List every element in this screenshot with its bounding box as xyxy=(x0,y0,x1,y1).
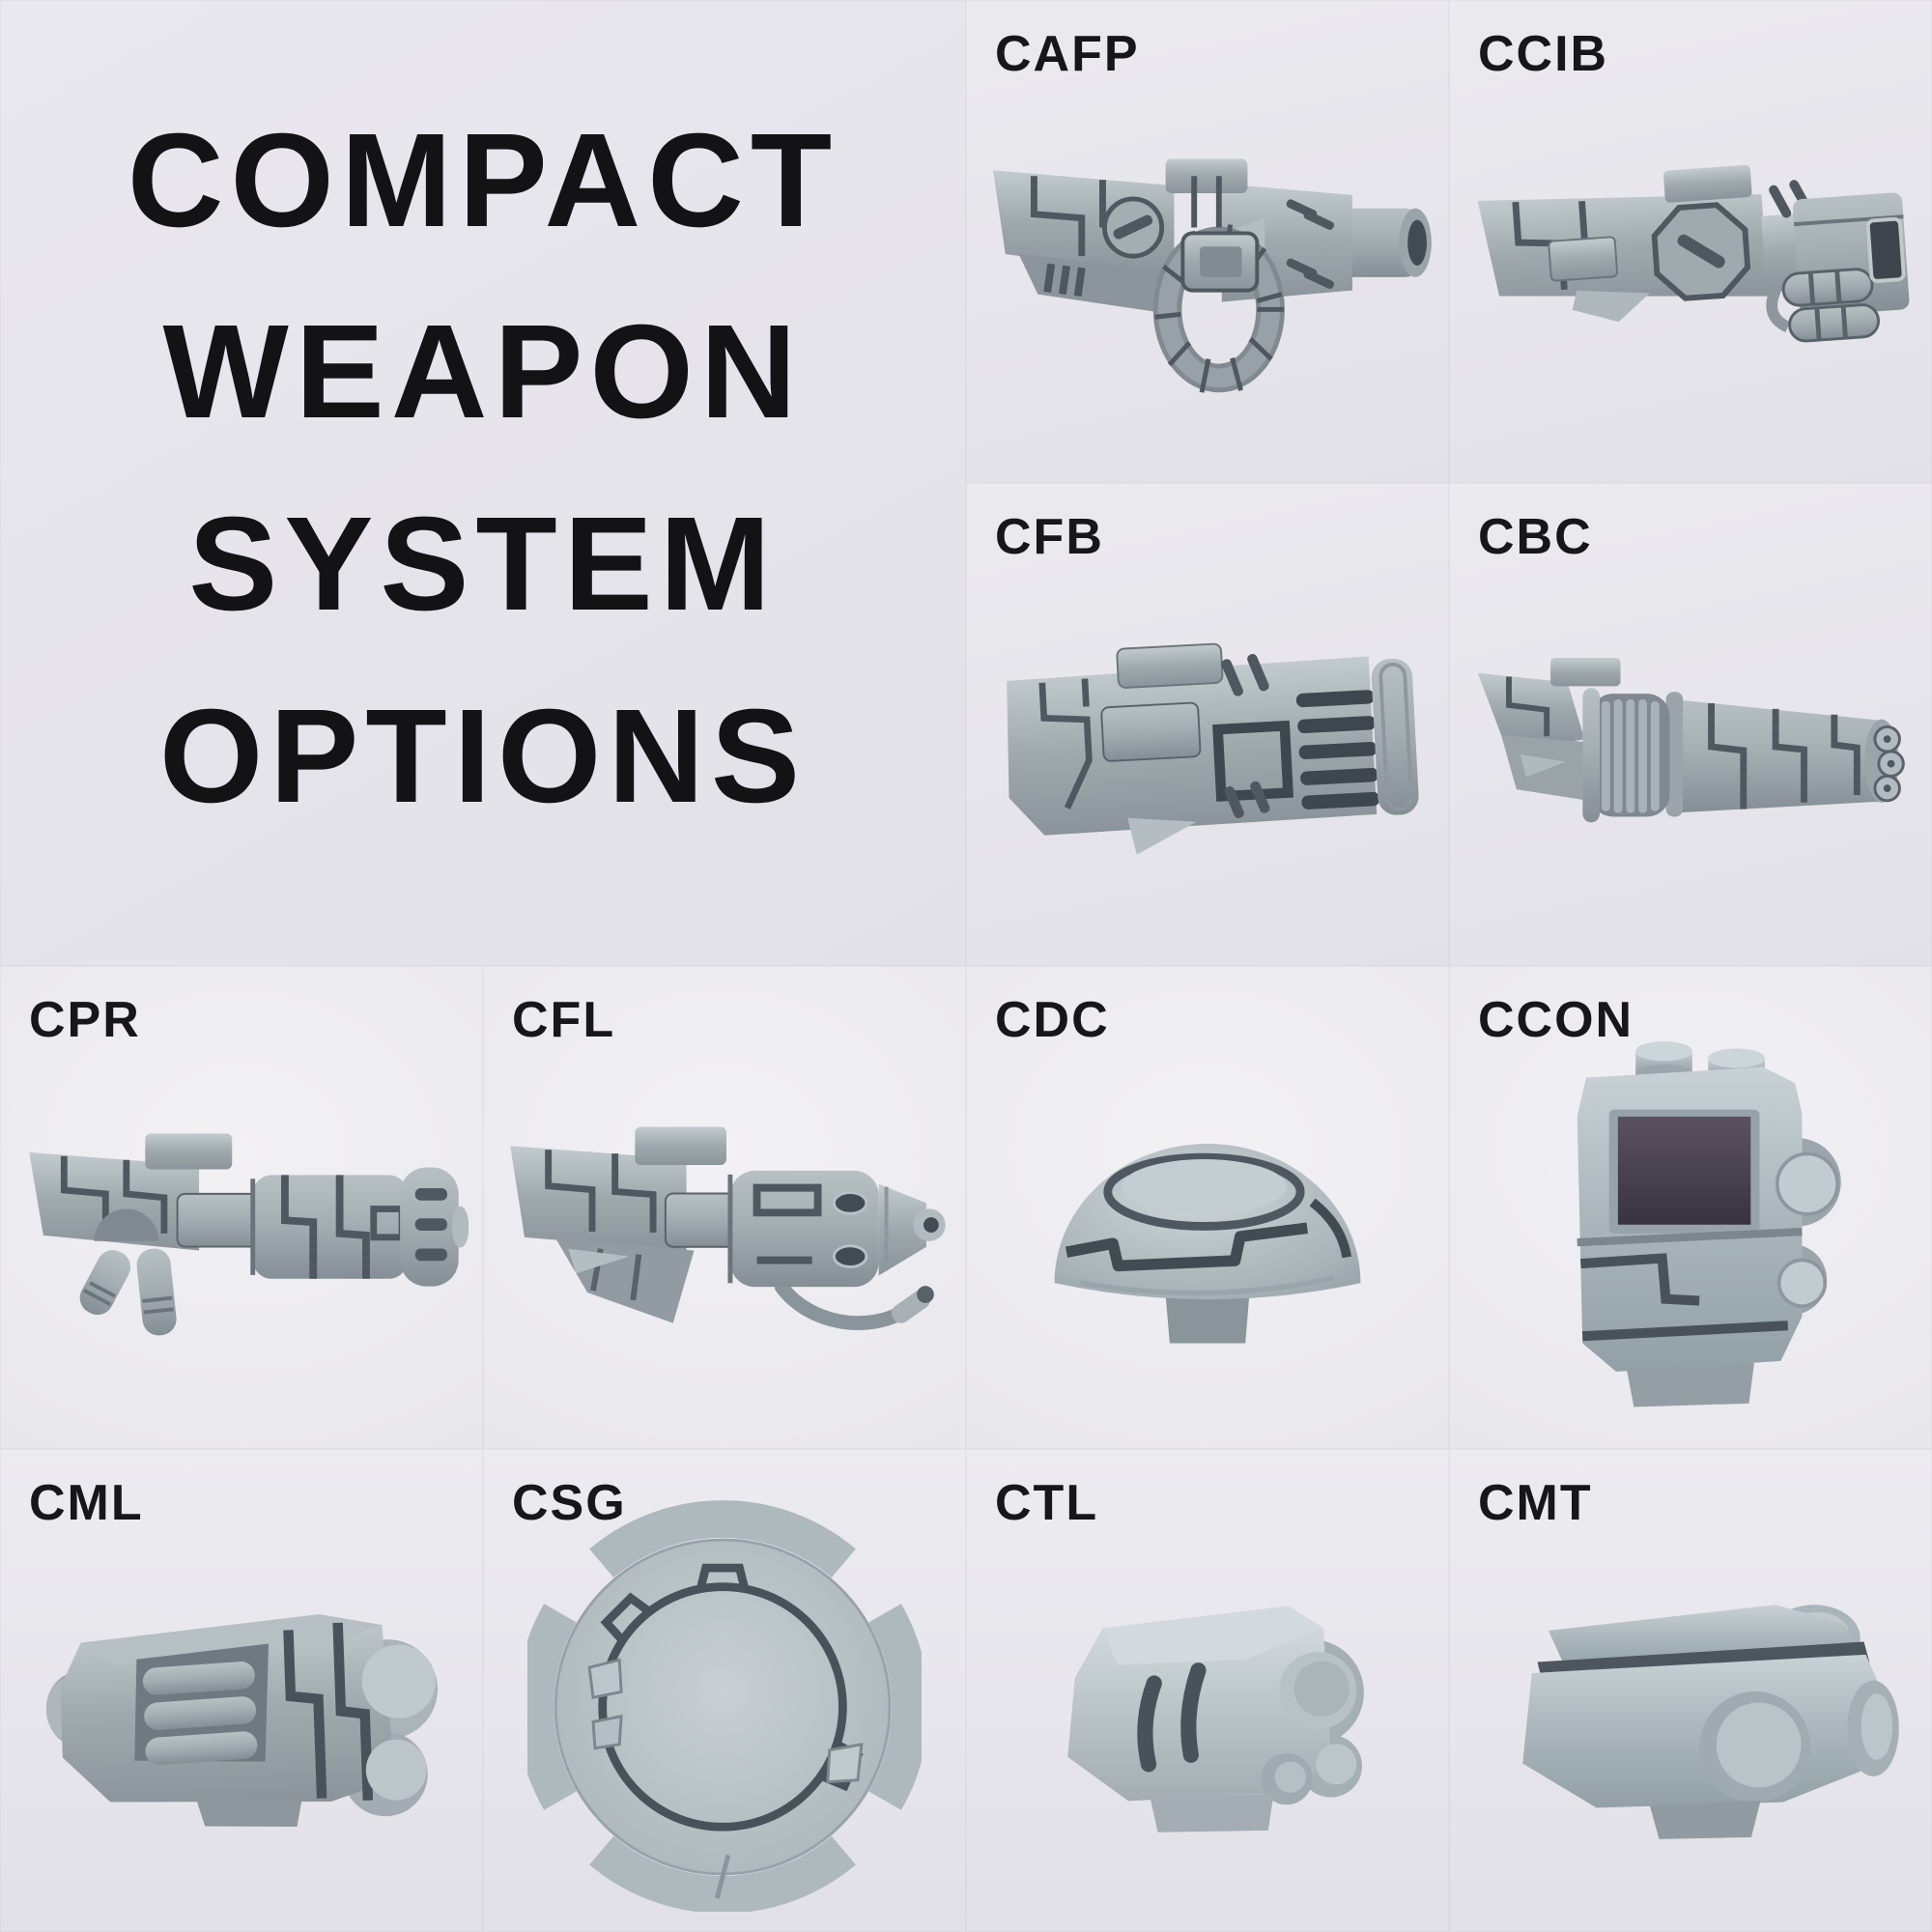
option-cell-cml: CML xyxy=(0,1449,483,1932)
label-cpr: CPR xyxy=(29,992,141,1048)
title-line-1: COMPACT xyxy=(127,105,839,255)
option-cell-cpr: CPR xyxy=(0,966,483,1449)
option-cell-ccon: CCON xyxy=(1449,966,1932,1449)
label-ctl: CTL xyxy=(995,1475,1099,1531)
ccib-3d-render xyxy=(1449,0,1932,483)
option-cell-ccib: CCIB xyxy=(1449,0,1932,483)
option-cell-cbc: CBC xyxy=(1449,483,1932,966)
title-line-4: OPTIONS xyxy=(158,681,808,831)
label-cbc: CBC xyxy=(1478,509,1593,565)
cafp-3d-render xyxy=(966,0,1449,483)
label-cml: CML xyxy=(29,1475,144,1531)
title-line-3: SYSTEM xyxy=(188,490,778,639)
label-cdc: CDC xyxy=(995,992,1110,1048)
title-line-2: WEAPON xyxy=(162,298,804,447)
ccon-3d-render xyxy=(1449,966,1932,1449)
label-cfb: CFB xyxy=(995,509,1104,565)
label-csg: CSG xyxy=(512,1475,627,1531)
cfl-3d-render xyxy=(483,966,966,1449)
cfb-3d-render xyxy=(966,483,1449,966)
title-block: COMPACT WEAPON SYSTEM OPTIONS xyxy=(0,0,966,966)
csg-3d-render xyxy=(483,1449,966,1932)
option-cell-cdc: CDC xyxy=(966,966,1449,1449)
label-ccon: CCON xyxy=(1478,992,1634,1048)
label-cafp: CAFP xyxy=(995,26,1140,82)
option-cell-cmt: CMT xyxy=(1449,1449,1932,1932)
label-ccib: CCIB xyxy=(1478,26,1609,82)
cpr-3d-render xyxy=(0,966,483,1449)
option-cell-cafp: CAFP xyxy=(966,0,1449,483)
option-cell-csg: CSG xyxy=(483,1449,966,1932)
label-cmt: CMT xyxy=(1478,1475,1593,1531)
option-cell-cfb: CFB xyxy=(966,483,1449,966)
cbc-3d-render xyxy=(1449,483,1932,966)
page-title: COMPACT WEAPON SYSTEM OPTIONS xyxy=(128,85,838,853)
ctl-3d-render xyxy=(966,1449,1449,1932)
option-cell-cfl: CFL xyxy=(483,966,966,1449)
cdc-3d-render xyxy=(966,966,1449,1449)
cml-3d-render xyxy=(0,1449,483,1932)
option-cell-ctl: CTL xyxy=(966,1449,1449,1932)
label-cfl: CFL xyxy=(512,992,616,1048)
cmt-3d-render xyxy=(1449,1449,1932,1932)
